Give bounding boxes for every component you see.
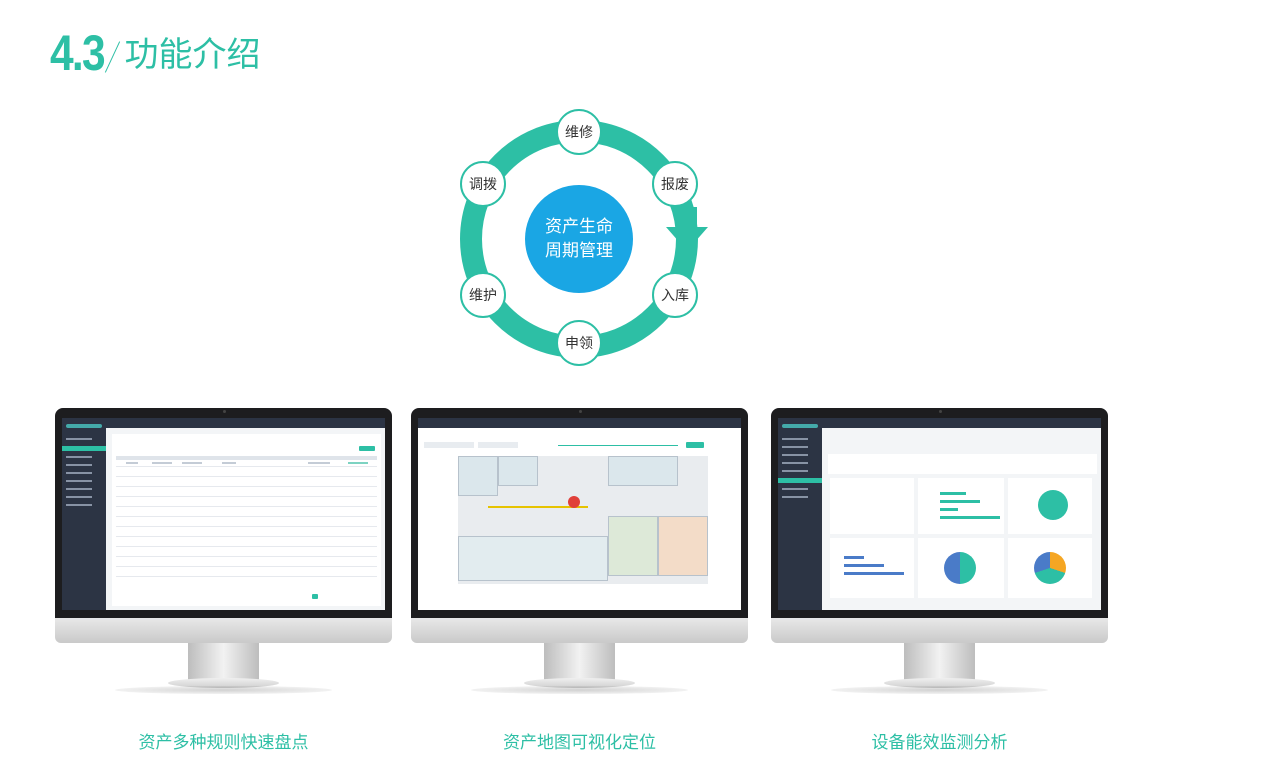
section-header: 4.3 功能介绍 bbox=[50, 8, 261, 78]
monitor-analytics bbox=[771, 408, 1108, 698]
app-topbar bbox=[106, 418, 385, 428]
section-number: 4.3 bbox=[50, 25, 106, 81]
app-topbar bbox=[418, 418, 741, 428]
screenshot-analytics bbox=[778, 418, 1101, 610]
node-transfer: 调拨 bbox=[460, 161, 506, 207]
node-maintain: 维护 bbox=[460, 272, 506, 318]
monitor-chin bbox=[55, 618, 392, 643]
dashboard-panel bbox=[828, 434, 1097, 606]
caption-inventory: 资产多种规则快速盘点 bbox=[138, 733, 309, 753]
monitor-neck bbox=[188, 643, 259, 681]
center-line-1: 资产生命 bbox=[545, 217, 613, 237]
asset-table-panel bbox=[112, 434, 381, 606]
monitor-map bbox=[411, 408, 748, 698]
header-divider bbox=[104, 41, 120, 73]
monitor-bezel bbox=[771, 408, 1108, 618]
app-sidebar bbox=[62, 418, 106, 610]
monitor-bezel bbox=[411, 408, 748, 618]
screenshot-inventory bbox=[62, 418, 385, 610]
screenshot-map bbox=[418, 418, 741, 610]
monitor-chin bbox=[411, 618, 748, 643]
monitor-neck bbox=[904, 643, 975, 681]
monitor-foot bbox=[884, 678, 995, 688]
node-repair: 维修 bbox=[556, 109, 602, 155]
monitor-inventory bbox=[55, 408, 392, 698]
section-title: 功能介绍 bbox=[124, 35, 261, 75]
monitor-chin bbox=[771, 618, 1108, 643]
lifecycle-diagram: 资产生命 周期管理 维修 报废 入库 申领 维护 调拨 bbox=[430, 95, 750, 385]
caption-map: 资产地图可视化定位 bbox=[503, 733, 656, 753]
monitor-foot bbox=[168, 678, 279, 688]
node-scrap: 报废 bbox=[652, 161, 698, 207]
cycle-center: 资产生命 周期管理 bbox=[525, 185, 633, 293]
center-line-2: 周期管理 bbox=[545, 241, 613, 261]
caption-analytics: 设备能效监测分析 bbox=[871, 733, 1008, 753]
app-sidebar bbox=[778, 418, 822, 610]
node-storage: 入库 bbox=[652, 272, 698, 318]
node-apply: 申领 bbox=[556, 320, 602, 366]
monitor-foot bbox=[524, 678, 635, 688]
floor-map bbox=[458, 456, 708, 584]
cycle-arrow bbox=[666, 227, 708, 251]
monitor-neck bbox=[544, 643, 615, 681]
app-topbar bbox=[822, 418, 1101, 428]
monitor-bezel bbox=[55, 408, 392, 618]
